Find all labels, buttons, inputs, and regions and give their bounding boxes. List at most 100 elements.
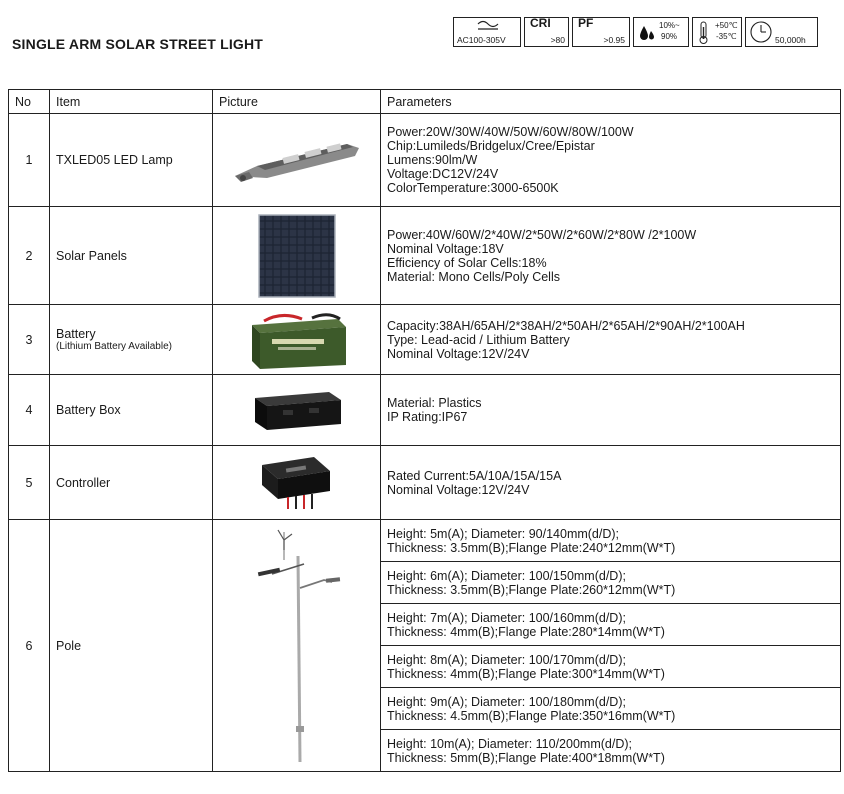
lifetime-value: 50,000h xyxy=(775,35,806,45)
table-row: 3 Battery (Lithium Battery Available) Ca… xyxy=(8,304,841,375)
table-row: 1 TXLED05 LED Lamp Power:20W/30W/40W/50W… xyxy=(8,113,841,207)
row-item-sublabel: (Lithium Battery Available) xyxy=(56,341,172,352)
temp-top: +50℃ xyxy=(715,21,738,30)
param-line: Voltage:DC12V/24V xyxy=(387,167,499,181)
pole-picture xyxy=(212,519,381,772)
row-item: Battery Box xyxy=(49,374,213,446)
ac-power-icon xyxy=(477,20,499,30)
param-line: Material: Mono Cells/Poly Cells xyxy=(387,269,560,284)
pole-option: Height: 7m(A); Diameter: 100/160mm(d/D);… xyxy=(380,603,841,646)
param-line: Nominal Voltage:18V xyxy=(387,241,504,256)
table-row: 4 Battery Box Material: Plastics IP Rati… xyxy=(8,374,841,446)
temperature-spec: +50℃ -35℃ xyxy=(692,17,742,47)
row-item: Controller xyxy=(49,445,213,520)
param-line: Nominal Voltage:12V/24V xyxy=(387,346,530,361)
pole-image xyxy=(257,529,340,762)
pole-option: Height: 10m(A); Diameter: 110/200mm(d/D)… xyxy=(380,729,841,772)
table-row: 5 Controller Rated Current:5A/10A/15A/15… xyxy=(8,445,841,520)
pf-spec: PF >0.95 xyxy=(572,17,630,47)
row-no: 2 xyxy=(8,206,50,305)
water-drop-icon xyxy=(640,26,654,40)
header-no: No xyxy=(8,89,50,114)
table-row: Height: 6m(A); Diameter: 100/150mm(d/D);… xyxy=(9,561,841,604)
row-parameters: Power:20W/30W/40W/50W/60W/80W/100W Chip:… xyxy=(380,113,841,207)
param-line: Thickness: 4mm(B);Flange Plate:300*14mm(… xyxy=(387,666,665,681)
row-parameters: Power:40W/60W/2*40W/2*50W/2*60W/2*80W /2… xyxy=(380,206,841,305)
row-parameters: Rated Current:5A/10A/15A/15A Nominal Vol… xyxy=(380,445,841,520)
voltage-value: AC100-305V xyxy=(457,35,506,45)
battery-box-image xyxy=(254,392,341,430)
table-row: 6 Pole Height: 5m(A); Diameter: 90/140mm… xyxy=(8,519,841,772)
pole-option: Height: 9m(A); Diameter: 100/180mm(d/D);… xyxy=(380,687,841,730)
cri-label: CRI xyxy=(530,16,551,30)
row-item: Solar Panels xyxy=(49,206,213,305)
param-line: Lumens:90lm/W xyxy=(387,153,478,167)
row-no: 6 xyxy=(8,519,50,772)
table-row: Height: 7m(A); Diameter: 100/160mm(d/D);… xyxy=(9,603,841,646)
solar-panel-image xyxy=(257,213,336,298)
table-row: Height: 9m(A); Diameter: 100/180mm(d/D);… xyxy=(9,687,841,730)
param-line: Height: 9m(A); Diameter: 100/180mm(d/D); xyxy=(387,694,626,709)
led-lamp-picture xyxy=(212,113,381,207)
row-item: Pole xyxy=(49,519,213,772)
param-line: Height: 6m(A); Diameter: 100/150mm(d/D); xyxy=(387,568,626,583)
param-line: Efficiency of Solar Cells:18% xyxy=(387,255,547,270)
controller-image xyxy=(261,456,330,509)
row-item: TXLED05 LED Lamp xyxy=(49,113,213,207)
pole-option: Height: 5m(A); Diameter: 90/140mm(d/D); … xyxy=(380,519,841,562)
param-line: Thickness: 4.5mm(B);Flange Plate:350*16m… xyxy=(387,708,676,723)
row-no: 4 xyxy=(8,374,50,446)
spec-icon-strip: AC100-305V CRI >80 PF >0.95 10%~ 90% +50… xyxy=(453,17,818,47)
pole-option: Height: 8m(A); Diameter: 100/170mm(d/D);… xyxy=(380,645,841,688)
param-line: Chip:Lumileds/Bridgelux/Cree/Epistar xyxy=(387,139,595,153)
param-line: Height: 7m(A); Diameter: 100/160mm(d/D); xyxy=(387,610,626,625)
table-row: Height: 8m(A); Diameter: 100/170mm(d/D);… xyxy=(9,645,841,688)
param-line: Thickness: 3.5mm(B);Flange Plate:260*12m… xyxy=(387,582,676,597)
param-line: Thickness: 5mm(B);Flange Plate:400*18mm(… xyxy=(387,750,665,765)
row-no: 5 xyxy=(8,445,50,520)
header-picture: Picture xyxy=(212,89,381,114)
param-line: Material: Plastics xyxy=(387,396,482,410)
lifetime-spec: 50,000h xyxy=(745,17,818,47)
table-row: Height: 10m(A); Diameter: 110/200mm(d/D)… xyxy=(9,729,841,772)
param-line: Thickness: 3.5mm(B);Flange Plate:240*12m… xyxy=(387,540,676,555)
led-lamp-image xyxy=(234,143,359,182)
param-line: Height: 8m(A); Diameter: 100/170mm(d/D); xyxy=(387,652,626,667)
controller-picture xyxy=(212,445,381,520)
row-item: Battery (Lithium Battery Available) xyxy=(49,304,213,375)
component-table: No Item Picture Parameters 1 TXLED05 LED… xyxy=(8,89,841,772)
cri-spec: CRI >80 xyxy=(524,17,569,47)
param-line: Type: Lead-acid / Lithium Battery xyxy=(387,332,570,347)
battery-image xyxy=(251,312,346,369)
param-line: Height: 5m(A); Diameter: 90/140mm(d/D); xyxy=(387,526,620,541)
param-line: Rated Current:5A/10A/15A/15A xyxy=(387,468,562,483)
row-no: 3 xyxy=(8,304,50,375)
voltage-spec: AC100-305V xyxy=(453,17,521,47)
temp-bottom: -35℃ xyxy=(716,32,737,41)
row-parameters: Material: Plastics IP Rating:IP67 xyxy=(380,374,841,446)
humidity-spec: 10%~ 90% xyxy=(633,17,689,47)
pf-label: PF xyxy=(578,16,594,30)
humidity-top: 10%~ xyxy=(659,21,680,30)
param-line: Nominal Voltage:12V/24V xyxy=(387,482,530,497)
pf-value: >0.95 xyxy=(603,35,625,45)
param-line: Power:40W/60W/2*40W/2*50W/2*60W/2*80W /2… xyxy=(387,227,697,242)
cri-value: >80 xyxy=(550,35,565,45)
table-row: 2 Solar Panels Power:40W/60W/2*40W/2*50W… xyxy=(8,206,841,305)
header-parameters: Parameters xyxy=(380,89,841,114)
thermometer-icon xyxy=(699,21,708,44)
row-no: 1 xyxy=(8,113,50,207)
header-item: Item xyxy=(49,89,213,114)
pole-option: Height: 6m(A); Diameter: 100/150mm(d/D);… xyxy=(380,561,841,604)
page-title: SINGLE ARM SOLAR STREET LIGHT xyxy=(12,36,264,52)
param-line: Power:20W/30W/40W/50W/60W/80W/100W xyxy=(387,125,634,139)
row-item-label: Battery xyxy=(56,327,96,341)
table-header-row: No Item Picture Parameters xyxy=(8,89,841,114)
param-line: ColorTemperature:3000-6500K xyxy=(387,181,559,195)
battery-picture xyxy=(212,304,381,375)
param-line: Height: 10m(A); Diameter: 110/200mm(d/D)… xyxy=(387,736,632,751)
param-line: Thickness: 4mm(B);Flange Plate:280*14mm(… xyxy=(387,624,665,639)
row-parameters: Capacity:38AH/65AH/2*38AH/2*50AH/2*65AH/… xyxy=(380,304,841,375)
clock-icon xyxy=(750,21,772,43)
solar-panel-picture xyxy=(212,206,381,305)
